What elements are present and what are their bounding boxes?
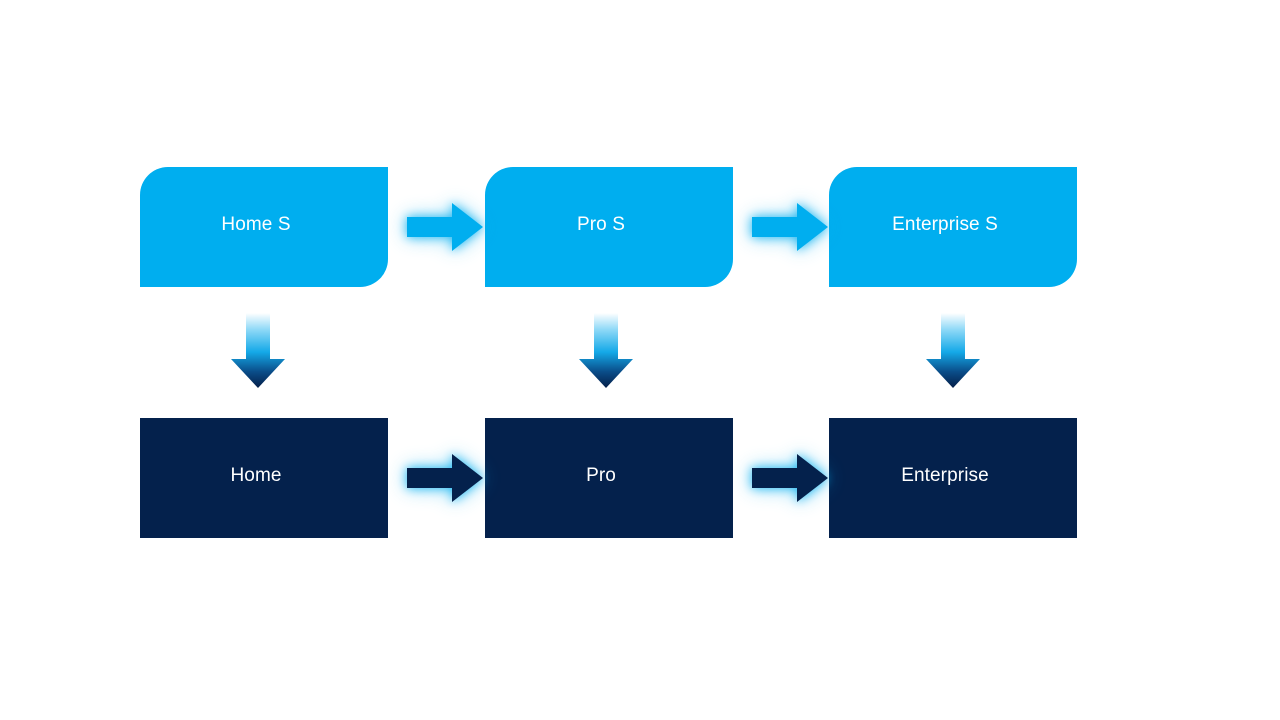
- node-pro[interactable]: Pro: [485, 418, 733, 538]
- node-enterprise[interactable]: Enterprise: [829, 418, 1077, 538]
- connector-pro-s-to-enterprise-s: [750, 200, 830, 254]
- node-home-s[interactable]: Home S: [140, 167, 388, 287]
- node-label-home: Home: [230, 464, 282, 486]
- node-label-enterprise: Enterprise: [901, 464, 989, 486]
- arrow-right-icon: [407, 454, 483, 502]
- arrow-right-icon: [407, 203, 483, 251]
- connector-home-s-to-home: [230, 313, 286, 389]
- node-enterprise-s[interactable]: Enterprise S: [829, 167, 1077, 287]
- node-label-home-s: Home S: [221, 213, 291, 235]
- connector-pro-s-to-pro: [578, 313, 634, 389]
- arrow-right-icon: [752, 454, 828, 502]
- arrow-right-icon: [752, 203, 828, 251]
- node-label-pro: Pro: [586, 464, 616, 486]
- connector-home-s-to-pro-s: [405, 200, 485, 254]
- node-label-pro-s: Pro S: [576, 213, 626, 235]
- node-pro-s[interactable]: Pro S: [485, 167, 733, 287]
- connector-pro-to-enterprise: [750, 451, 830, 505]
- node-label-enterprise-s: Enterprise S: [892, 213, 998, 235]
- arrow-down-icon: [231, 313, 285, 388]
- arrow-down-icon: [926, 313, 980, 388]
- node-home[interactable]: Home: [140, 418, 388, 538]
- arrow-down-icon: [579, 313, 633, 388]
- connector-home-to-pro: [405, 451, 485, 505]
- connector-enterprise-s-to-enterprise: [925, 313, 981, 389]
